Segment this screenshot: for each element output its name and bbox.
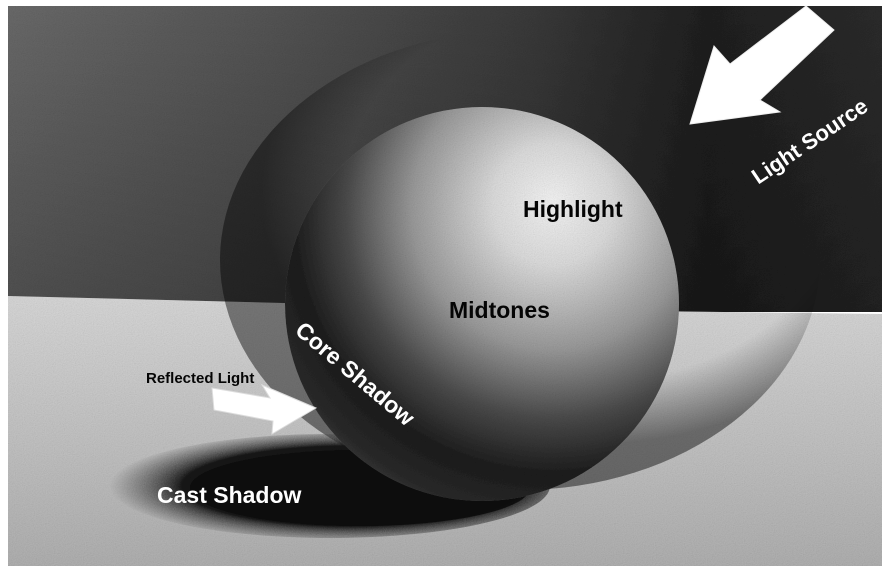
highlight-label: Highlight: [523, 198, 623, 221]
reflected-light-label: Reflected Light: [146, 371, 254, 386]
cast-shadow-label: Cast Shadow: [157, 484, 301, 507]
midtones-label: Midtones: [449, 299, 550, 322]
